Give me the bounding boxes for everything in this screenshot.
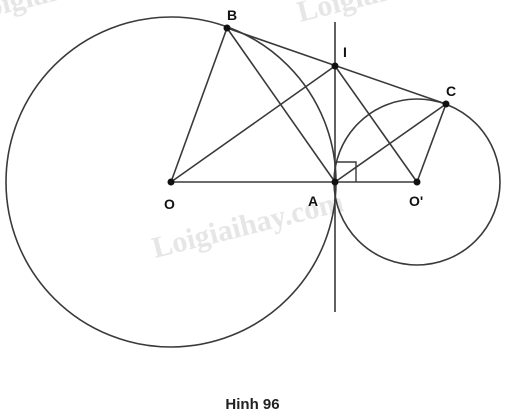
label-b: B (227, 7, 237, 23)
point-o-prime (413, 178, 421, 186)
point-i (331, 62, 339, 70)
segment-ac (334, 103, 447, 183)
segment-i-o-prime (334, 65, 418, 183)
label-i: I (343, 44, 347, 60)
watermark-top-left: Loigiaihay.com (0, 0, 162, 29)
right-angle-mark (335, 161, 357, 182)
watermark-top-right: Loigiaihay.com (294, 0, 492, 29)
segment-c-o-prime (416, 103, 447, 183)
figure-caption: Hinh 96 (225, 396, 280, 413)
label-o-prime: O' (409, 193, 423, 209)
point-b (223, 24, 231, 32)
segment-ob (170, 27, 228, 183)
label-a: A (308, 193, 318, 209)
label-o: O (164, 196, 175, 212)
label-c: C (446, 83, 456, 99)
point-o (167, 178, 175, 186)
point-c (442, 100, 450, 108)
point-a (331, 178, 339, 186)
segment-oi (170, 65, 336, 183)
